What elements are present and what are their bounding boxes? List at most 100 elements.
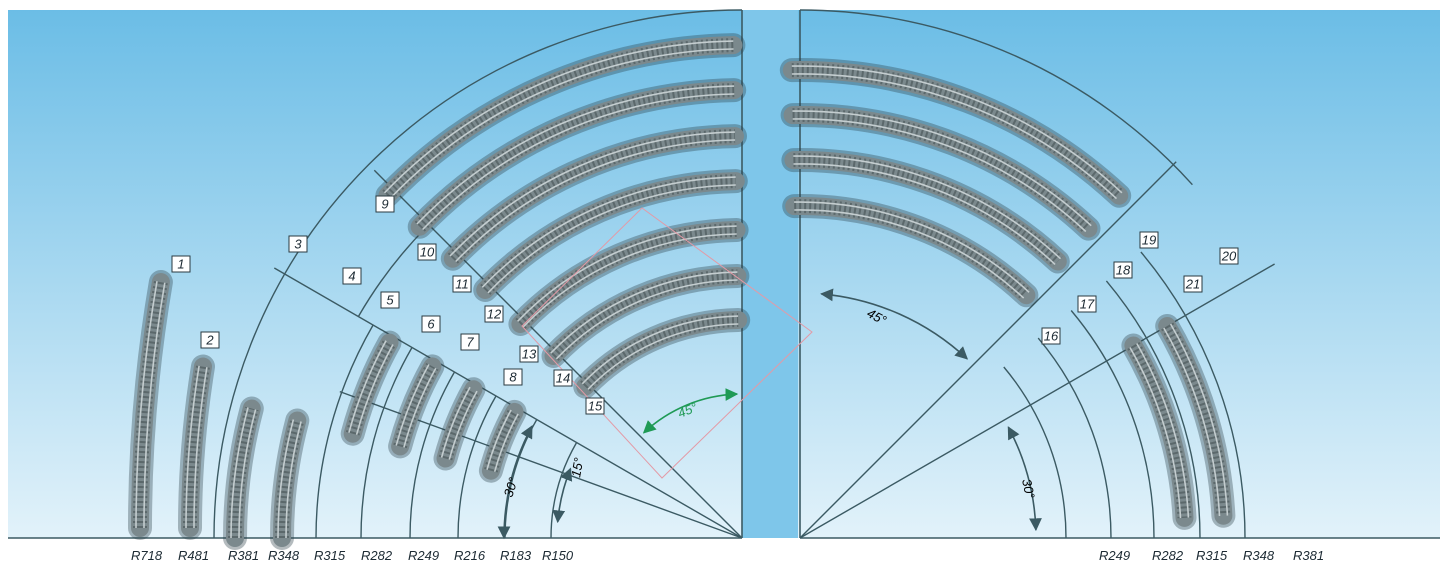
track-rail — [791, 65, 1123, 194]
arrow-15-left — [552, 467, 573, 524]
track-rail — [555, 279, 738, 360]
track-rail — [1169, 323, 1229, 516]
track-number-tag: 16 — [1041, 327, 1061, 345]
tag-box — [375, 195, 395, 213]
track-rail — [487, 184, 736, 294]
tag-box — [1183, 275, 1203, 293]
radius-label: R348 — [1243, 548, 1275, 563]
track-ties — [438, 385, 480, 461]
radius-label: R348 — [268, 548, 300, 563]
radius-label: R150 — [542, 548, 574, 563]
track-rail — [522, 233, 737, 328]
track-rail — [395, 364, 430, 446]
track-number-tag: 5 — [380, 291, 400, 309]
tag-box — [1113, 261, 1133, 279]
angle-label-right-30: 30° — [1019, 478, 1038, 500]
track-piece — [222, 396, 264, 550]
track-piece — [388, 354, 445, 459]
radius-label: R282 — [1152, 548, 1184, 563]
tag-box — [200, 331, 220, 349]
track-number-tag: 18 — [1113, 261, 1133, 279]
radius-arc — [315, 324, 374, 539]
track-ties — [227, 406, 259, 539]
track-piece — [541, 264, 750, 368]
angle-ray — [799, 263, 1275, 539]
radius-label: R183 — [500, 548, 532, 563]
highlight-box — [521, 207, 813, 479]
track-number: 1 — [177, 257, 184, 272]
outer-arc-left — [213, 9, 743, 539]
track-ties — [480, 174, 736, 295]
track-rail — [185, 365, 200, 529]
tag-box — [452, 275, 472, 293]
track-number-tag: 12 — [484, 305, 504, 323]
radius-arc — [1140, 251, 1246, 539]
track-bed — [378, 36, 743, 205]
track-piece — [433, 377, 486, 471]
track-number: 11 — [455, 277, 469, 292]
radius-label: R718 — [131, 548, 163, 563]
radius-label: R315 — [1196, 548, 1228, 563]
track-piece — [340, 330, 402, 446]
track-number: 14 — [556, 371, 570, 386]
track-number: 8 — [509, 370, 517, 385]
track-piece — [375, 33, 746, 208]
track-rail — [389, 48, 734, 199]
track-number-tag: 8 — [503, 368, 523, 386]
tag-box — [519, 345, 539, 363]
angle-ray — [273, 267, 743, 539]
track-piece — [782, 194, 1039, 308]
right-radius-labels: R249 R282 R315 R348 R381 — [1099, 548, 1324, 563]
track-number-tag: 6 — [421, 315, 441, 333]
track-number-tag: 10 — [417, 243, 437, 261]
track-ties — [393, 363, 439, 449]
track-rail — [581, 315, 739, 385]
radius-label: R249 — [408, 548, 439, 563]
radius-arc — [409, 371, 456, 539]
tag-box — [380, 291, 400, 309]
track-rail — [481, 176, 736, 288]
track-ties — [792, 108, 1094, 234]
track-rail — [448, 390, 478, 460]
track-number: 9 — [381, 197, 388, 212]
track-rail — [793, 163, 1056, 265]
track-ties — [580, 313, 739, 392]
track-piece — [781, 148, 1070, 274]
track-number: 13 — [522, 347, 537, 362]
track-number: 17 — [1080, 297, 1095, 312]
track-piece — [270, 408, 310, 550]
radius-label: R216 — [454, 548, 486, 563]
track-number-tag: 4 — [342, 267, 362, 285]
highlight-square — [521, 207, 813, 479]
angle-arrows — [497, 288, 1042, 540]
track-bed — [785, 197, 1036, 305]
track-number-tag: 9 — [375, 195, 395, 213]
track-rail — [587, 323, 739, 390]
tag-box — [553, 369, 573, 387]
track-number-tag: 13 — [519, 345, 539, 363]
tag-box — [585, 397, 605, 415]
track-number: 18 — [1116, 263, 1131, 278]
arrow-45-left — [642, 388, 739, 434]
track-rail — [440, 386, 471, 458]
track-rail — [277, 419, 295, 539]
arrow-30-left — [497, 425, 533, 540]
track-ties — [1127, 341, 1192, 519]
radius-label: R381 — [228, 548, 259, 563]
track-piece — [128, 270, 173, 540]
track-piece — [407, 78, 747, 239]
track-number-tag: 21 — [1183, 275, 1203, 293]
track-number-tag: 15 — [585, 397, 605, 415]
tag-box — [342, 267, 362, 285]
track-number: 7 — [466, 335, 474, 350]
outer-arc-right — [799, 9, 1193, 186]
track-number: 21 — [1185, 277, 1200, 292]
track-number-tag: 20 — [1219, 247, 1239, 265]
track-number-tag: 3 — [288, 235, 308, 253]
track-number: 2 — [205, 333, 214, 348]
tag-box — [288, 235, 308, 253]
radius-arc — [1105, 280, 1201, 539]
track-piece — [1155, 314, 1236, 528]
